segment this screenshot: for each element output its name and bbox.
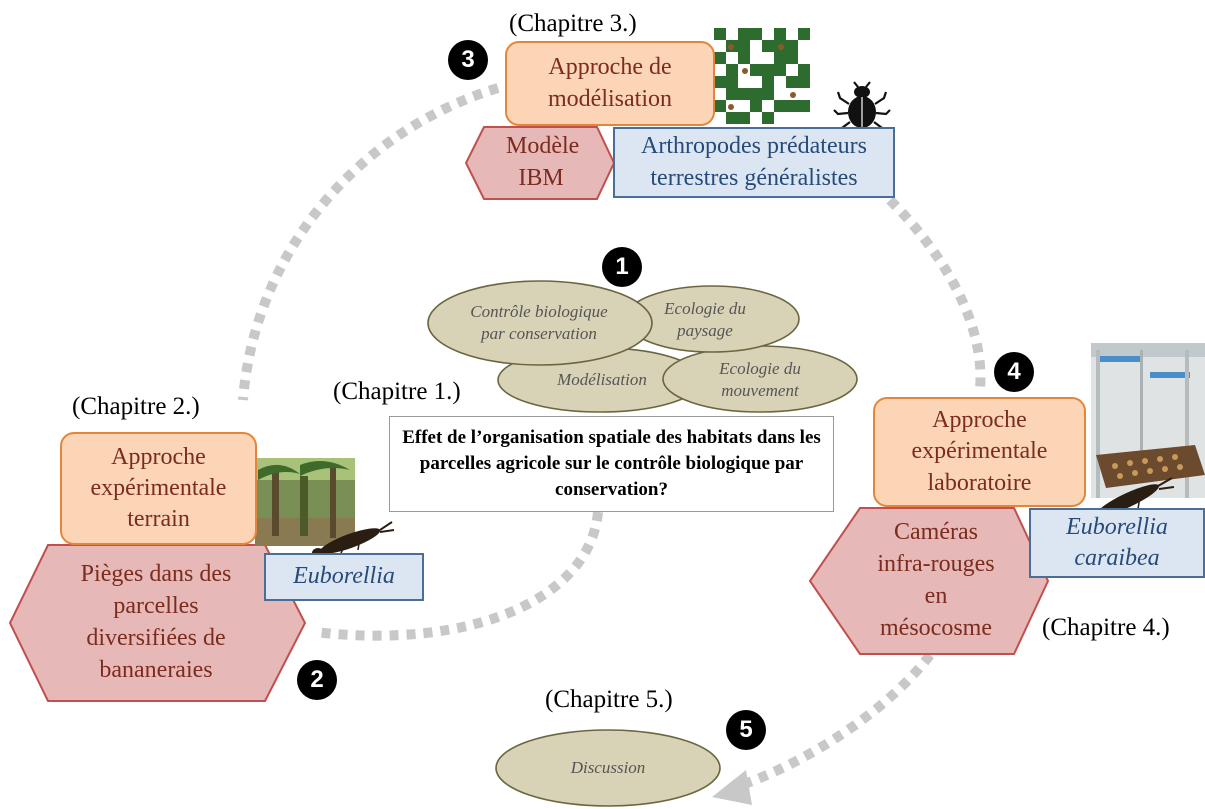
method-hexagon-top (464, 126, 616, 200)
ellipse-mouvement-label: Ecologie du mouvement (719, 358, 801, 400)
species-euborellia-caraibea-label: Euborellia caraibea (1066, 513, 1168, 571)
discussion-label: Discussion (570, 757, 646, 777)
arrow-5-head (712, 770, 752, 805)
step-5-badge: 5 (726, 710, 766, 750)
chapter-3-label: (Chapitre 3.) (509, 10, 637, 37)
method-ibm-label: Modèle IBM (506, 133, 580, 191)
method-pieges-label: Pièges dans des parcelles diversifiées d… (80, 561, 232, 683)
chapter-5-label: (Chapitre 5.) (545, 686, 673, 713)
species-arthropodes: Arthropodes prédateurs terrestres généra… (613, 127, 895, 198)
ellipse-discussion (495, 729, 721, 807)
arrow-4-to-5 (733, 651, 934, 792)
research-question: Effet de l’organisation spatiale des hab… (389, 416, 834, 512)
approach-laboratoire-label: Approche expérimentale laboratoire (911, 407, 1048, 496)
species-euborellia-label: Euborellia (293, 563, 395, 590)
chapter-4-label: (Chapitre 4.) (1042, 614, 1170, 641)
mesocosm-photo (1091, 343, 1205, 498)
approach-laboratoire: Approche expérimentale laboratoire (873, 397, 1086, 507)
method-cameras: Caméras infra-rouges en mésocosme (855, 510, 1017, 652)
approach-modelisation-label: Approche de modélisation (548, 54, 672, 112)
approach-terrain-label: Approche expérimentale terrain (90, 443, 227, 533)
map-grid-image (714, 28, 810, 124)
method-cameras-label: Caméras infra-rouges en mésocosme (877, 519, 995, 641)
approach-modelisation: Approche de modélisation (505, 41, 715, 126)
step-2-badge: 2 (297, 660, 337, 700)
chapter-1-label: (Chapitre 1.) (333, 378, 461, 405)
ellipse-controle-label: Contrôle biologique par conservation (470, 301, 608, 343)
step-3-badge: 3 (448, 40, 488, 80)
banana-field-photo (255, 458, 355, 546)
arrow-3-to-2 (238, 83, 500, 401)
method-hexagon-right (808, 507, 1050, 655)
ellipse-modelisation-label: Modélisation (557, 369, 647, 389)
step-4-badge: 4 (994, 352, 1034, 392)
species-euborellia-caraibea: Euborellia caraibea (1029, 508, 1205, 578)
species-euborellia: Euborellia (264, 553, 424, 601)
ellipse-controle (427, 280, 653, 366)
step-1-badge: 1 (602, 247, 642, 287)
species-arthropodes-label: Arthropodes prédateurs terrestres généra… (641, 133, 867, 191)
ellipse-paysage-label: Ecologie du paysage (664, 298, 746, 340)
arrow-top-to-4 (886, 196, 986, 389)
approach-terrain: Approche expérimentale terrain (60, 432, 257, 545)
arrow-1-to-2 (314, 511, 603, 641)
beetle-icon (833, 81, 891, 134)
method-pieges: Pièges dans des parcelles diversifiées d… (50, 548, 262, 698)
method-ibm: Modèle IBM (478, 128, 604, 198)
chapter-2-label: (Chapitre 2.) (72, 393, 200, 420)
